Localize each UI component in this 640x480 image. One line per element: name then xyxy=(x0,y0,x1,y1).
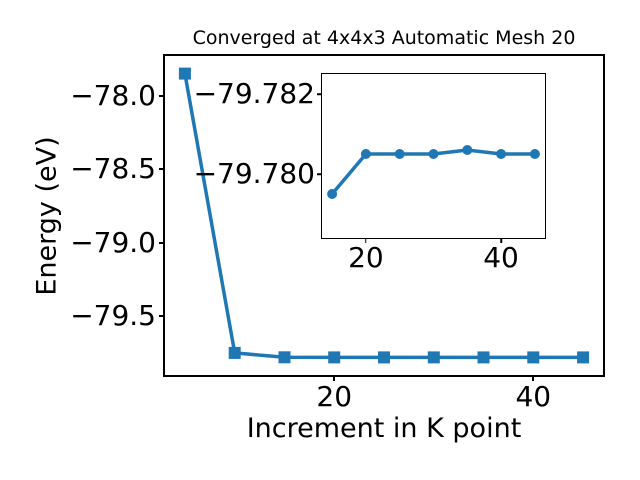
main-y-tick-mark xyxy=(159,315,165,318)
main-data-point-marker xyxy=(427,351,440,364)
chart-title: Converged at 4x4x3 Automatic Mesh 20 xyxy=(192,27,576,49)
inset-data-point-marker xyxy=(327,189,338,199)
main-data-point-marker xyxy=(278,351,291,364)
inset-data-point-marker xyxy=(360,149,371,159)
inset-data-point-marker xyxy=(529,149,540,159)
inset-x-tick-label: 20 xyxy=(348,241,384,274)
inset-data-point-marker xyxy=(428,149,439,159)
main-data-point-marker xyxy=(178,67,191,80)
y-axis-label: Energy (eV) xyxy=(31,136,63,296)
inset-y-tick-mark xyxy=(317,173,322,175)
main-x-tick-mark xyxy=(532,375,535,381)
main-x-tick-label: 20 xyxy=(316,380,353,413)
main-data-point-marker xyxy=(527,351,540,364)
inset-series-svg xyxy=(327,145,540,199)
inset-axes: 20 40 −79.782 −79.780 xyxy=(194,73,546,272)
inset-y-tick-label: −79.780 xyxy=(193,157,315,190)
inset-y-tick-label: −79.782 xyxy=(193,77,315,110)
main-y-tick-mark xyxy=(159,241,165,244)
main-data-point-marker xyxy=(228,346,241,359)
main-y-tick-label: −79.5 xyxy=(70,299,156,333)
main-data-point-marker xyxy=(328,351,341,364)
main-data-point-marker xyxy=(477,351,490,364)
main-x-tick-mark xyxy=(333,375,336,381)
main-axes: 20 40 −79.782 −79.780 20 40 −78.0 −78.5 −79.0 −7… xyxy=(70,54,605,411)
inset-data-point-marker xyxy=(394,149,405,159)
main-data-point-marker xyxy=(378,351,390,364)
main-series-svg xyxy=(178,67,590,364)
main-y-tick-mark xyxy=(159,168,165,171)
inset-x-tick-mark xyxy=(365,238,367,243)
main-y-tick-label: −79.0 xyxy=(70,225,156,259)
x-axis-label: Increment in K point xyxy=(246,413,522,444)
main-data-point-marker xyxy=(577,351,590,364)
main-y-tick-label: −78.0 xyxy=(70,78,156,112)
main-y-tick-label: −78.5 xyxy=(70,152,156,186)
inset-x-tick-mark xyxy=(500,238,502,243)
inset-x-tick-label: 40 xyxy=(483,241,519,274)
inset-y-tick-mark xyxy=(317,93,322,95)
inset-data-point-marker xyxy=(496,149,507,159)
main-y-tick-mark xyxy=(159,94,165,97)
inset-data-point-marker xyxy=(462,145,473,155)
main-x-tick-label: 40 xyxy=(515,380,552,413)
